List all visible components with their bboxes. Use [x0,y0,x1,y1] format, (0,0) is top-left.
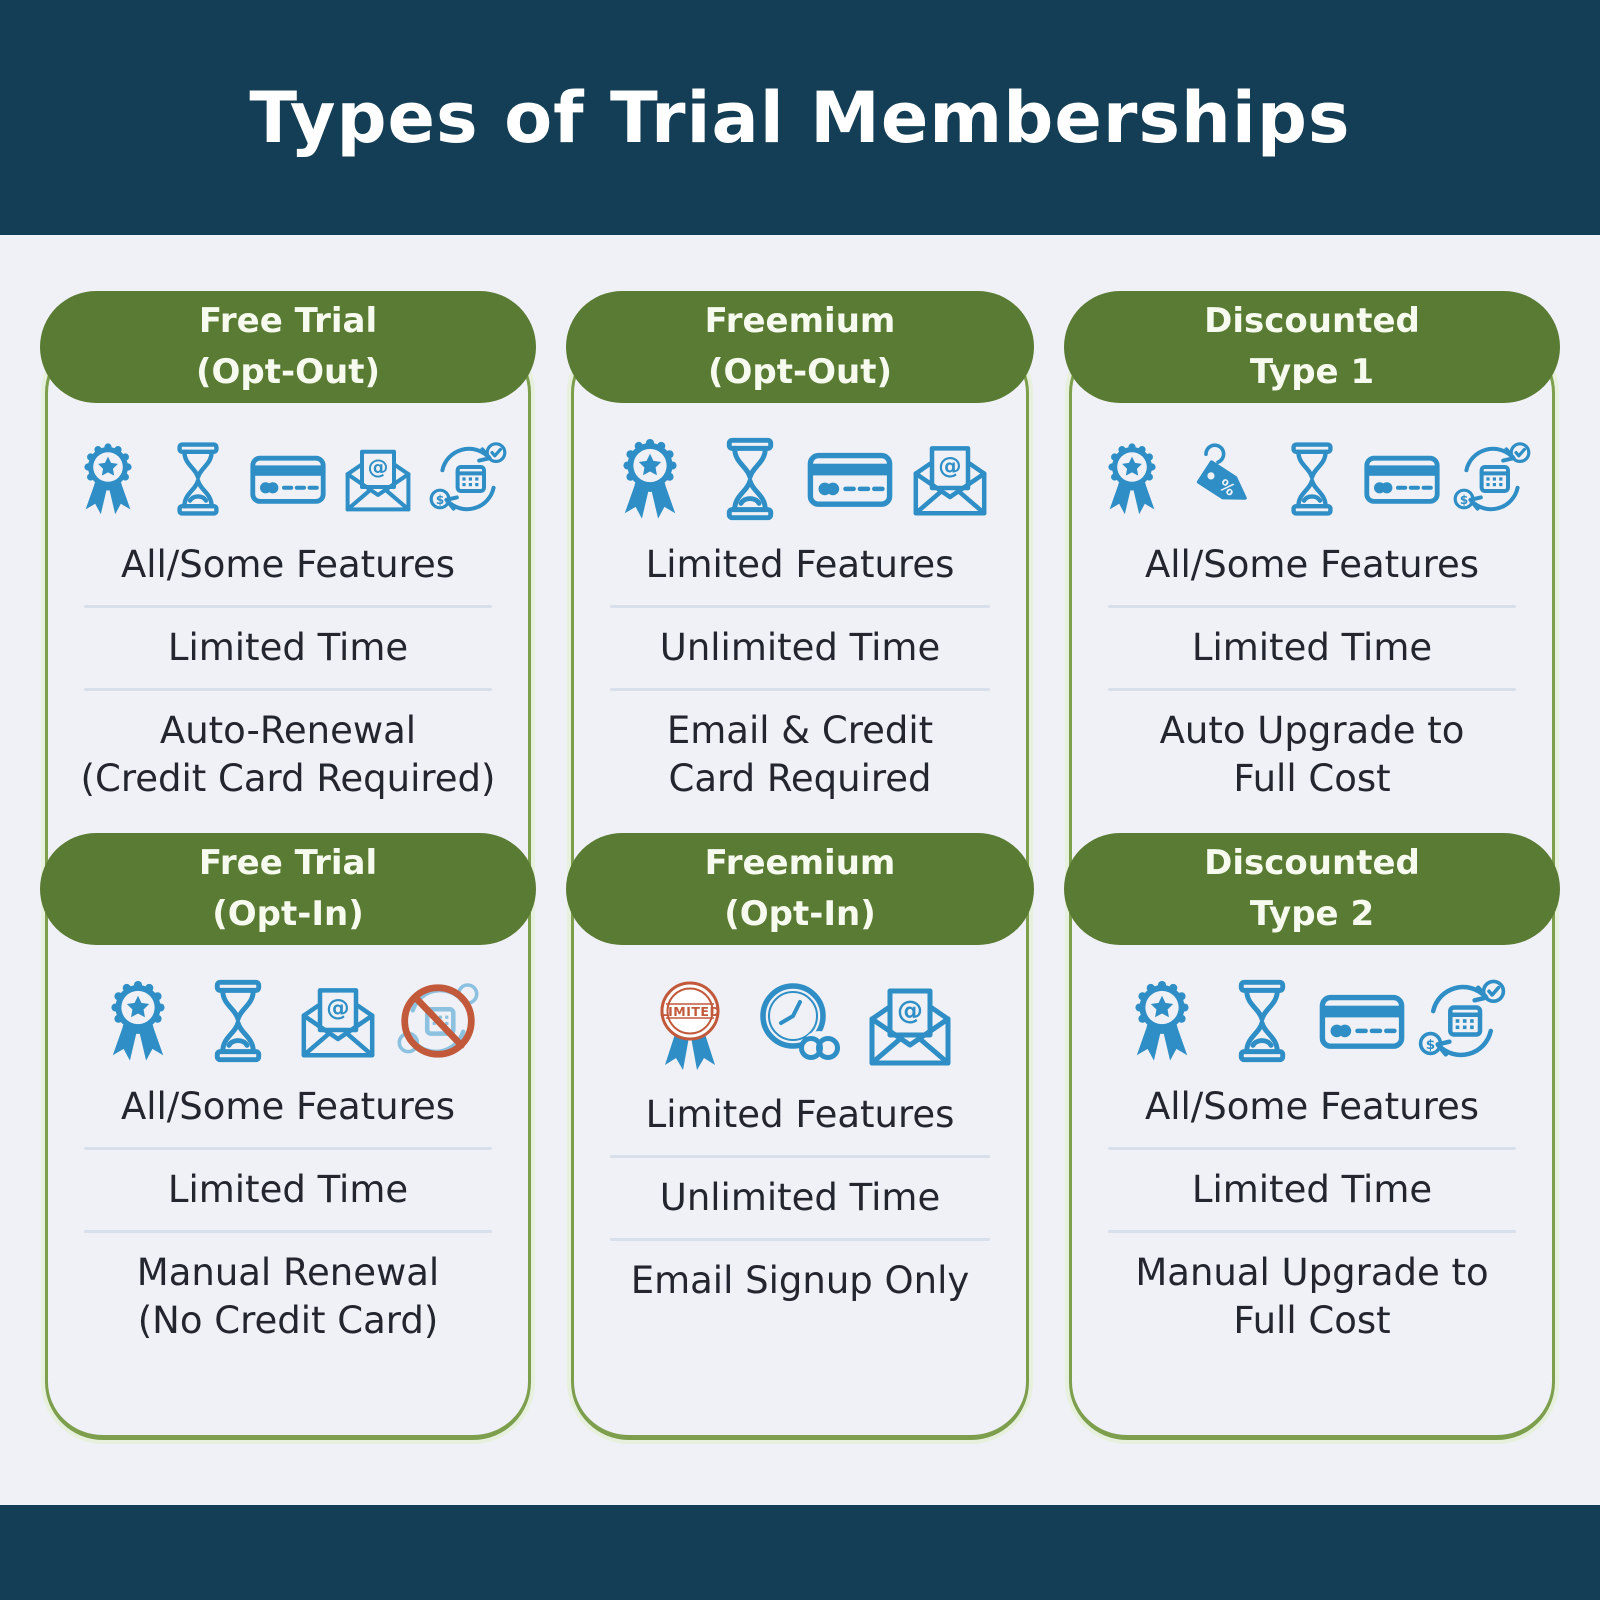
divider [1108,688,1516,692]
credit-card-icon [248,439,328,519]
hourglass-icon [193,976,283,1066]
svg-text:@: @ [938,452,961,480]
divider [1108,1230,1516,1234]
divider [84,1230,492,1234]
icons-row: @ [68,975,508,1067]
feature-text: All/Some Features [120,543,456,586]
auto-renew-icon: $ [1417,976,1507,1066]
divider [610,605,990,609]
card-section-freemium-opt-out: @ Limited Features Unlimited Time Email … [574,403,1026,833]
award-icon [1117,976,1207,1066]
card-section-free-trial-opt-out: @ $ All/Some Features Limited Time Auto [48,403,528,833]
svg-text:@: @ [326,994,349,1022]
award-icon [93,976,183,1066]
feature-text: Auto Upgrade to Full Cost [1159,709,1465,801]
cards-grid: Free Trial (Opt-Out) @ [0,235,1600,1440]
membership-card-free-trial: Free Trial (Opt-Out) @ [40,291,536,1440]
feature-text: Limited Features [645,1093,955,1136]
divider [1108,1147,1516,1151]
feature-text: Limited Time [1191,1168,1433,1212]
hourglass-icon [1217,976,1307,1066]
card-title-discounted-type-2: Discounted Type 2 [1064,833,1560,945]
divider [84,1147,492,1151]
credit-card-icon [805,434,895,524]
icons-row: @ $ [68,433,508,525]
feature-text: Manual Upgrade to Full Cost [1135,1251,1489,1343]
auto-renew-icon: $ [428,439,508,519]
credit-card-icon [1362,439,1442,519]
svg-text:LIMITED: LIMITED [660,1004,721,1019]
credit-card-icon [1317,976,1407,1066]
svg-text:@: @ [897,996,923,1026]
membership-card-freemium: Freemium (Opt-Out) @ [566,291,1034,1440]
card-title-freemium-opt-out: Freemium (Opt-Out) [566,291,1034,403]
card-title-free-trial-opt-out: Free Trial (Opt-Out) [40,291,536,403]
card-section-freemium-opt-in: LIMITED @ Limited Features Unlimited Tim… [574,945,1026,1435]
divider [1108,605,1516,609]
feature-text: All/Some Features [120,1085,456,1128]
feature-text: Limited Time [167,1168,409,1212]
limited-badge-icon: LIMITED [640,975,740,1075]
feature-text: Auto-Renewal (Credit Card Required) [80,709,496,801]
card-title-free-trial-opt-in: Free Trial (Opt-In) [40,833,536,945]
award-icon [605,434,695,524]
auto-renew-icon: $ [1452,439,1532,519]
feature-text: All/Some Features [1144,1085,1480,1128]
divider [610,1238,990,1242]
divider [84,605,492,609]
feature-text: Unlimited Time [659,626,941,670]
svg-text:$: $ [1426,1037,1435,1053]
hourglass-icon [1272,439,1352,519]
membership-card-discounted: Discounted Type 1 % [1064,291,1560,1440]
svg-text:$: $ [1460,493,1468,507]
icons-row: % $ [1092,433,1532,525]
email-icon: @ [905,434,995,524]
email-icon: @ [338,439,418,519]
svg-text:@: @ [368,455,389,479]
no-auto-renew-icon [393,976,483,1066]
feature-text: Email & Credit Card Required [666,709,934,801]
card-title-freemium-opt-in: Freemium (Opt-In) [566,833,1034,945]
footer-band [0,1505,1600,1600]
card-title-discounted-type-1: Discounted Type 1 [1064,291,1560,403]
award-icon [68,439,148,519]
card-section-free-trial-opt-in: @ All/Some Features Limited Time [48,945,528,1435]
feature-text: Manual Renewal (No Credit Card) [136,1251,440,1343]
feature-text: Unlimited Time [659,1176,941,1220]
feature-text: Limited Time [167,626,409,670]
email-icon: @ [293,976,383,1066]
feature-text: Limited Features [645,543,955,586]
page-title: Types of Trial Memberships [249,76,1351,159]
feature-text: Email Signup Only [630,1259,970,1303]
feature-text: Limited Time [1191,626,1433,670]
discount-tag-icon: % [1182,439,1262,519]
header-band: Types of Trial Memberships [0,0,1600,235]
icons-row: @ [594,433,1006,525]
hourglass-icon [158,439,238,519]
award-icon [1092,439,1172,519]
feature-text: All/Some Features [1144,543,1480,586]
card-section-discounted-type-2: $ All/Some Features Limited Time Manual … [1072,945,1552,1435]
clock-infinity-icon [750,975,850,1075]
card-section-discounted-type-1: % $ All/S [1072,403,1552,833]
hourglass-icon [705,434,795,524]
icons-row: LIMITED @ [594,975,1006,1075]
divider [610,688,990,692]
email-icon: @ [860,975,960,1075]
divider [610,1155,990,1159]
icons-row: $ [1092,975,1532,1067]
divider [84,688,492,692]
svg-text:$: $ [436,493,444,507]
